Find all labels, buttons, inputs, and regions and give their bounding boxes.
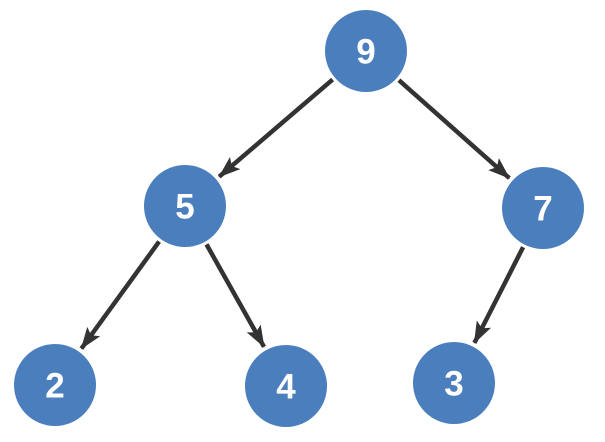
tree-edge-9-7 [397,78,511,180]
tree-edge-5-4 [204,243,266,348]
tree-node-2: 2 [14,344,96,426]
tree-node-3: 3 [413,342,495,424]
tree-edge-5-2 [79,240,161,350]
node-circle [502,167,584,249]
node-label: 3 [444,365,463,404]
node-label: 2 [45,367,64,406]
node-circle [144,165,226,247]
tree-node-7: 7 [502,167,584,249]
node-circle [413,342,495,424]
tree-edge-7-3 [472,246,526,344]
tree-node-4: 4 [245,345,327,427]
node-label: 5 [175,188,194,227]
edges-layer [79,77,526,350]
node-circle [14,344,96,426]
node-label: 7 [533,190,552,229]
node-label: 4 [276,368,296,407]
node-circle [245,345,327,427]
tree-edge-9-5 [217,77,335,179]
tree-node-9: 9 [325,10,407,92]
nodes-layer: 9 5 7 2 4 3 [14,10,584,427]
tree-node-5: 5 [144,165,226,247]
node-label: 9 [356,33,375,72]
node-circle [325,10,407,92]
